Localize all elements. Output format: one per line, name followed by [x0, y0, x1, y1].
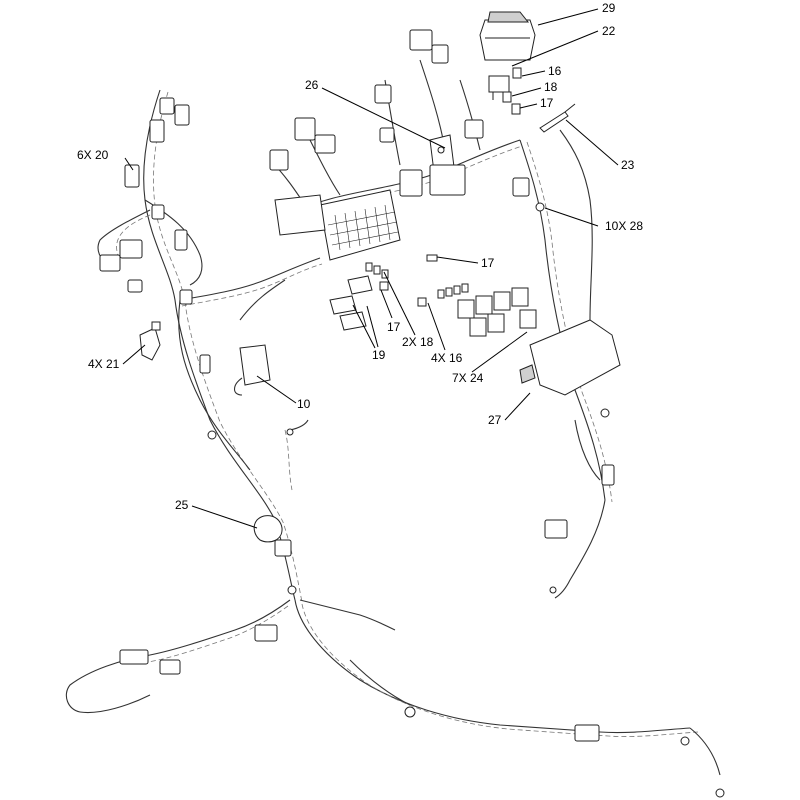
callout-10x28: 10X 28 [605, 219, 643, 233]
callout-29: 29 [602, 1, 616, 15]
callout-17-low: 17 [387, 320, 401, 334]
grommet-25 [253, 515, 283, 543]
wire-harness [65, 59, 721, 776]
callout-4x16: 4X 16 [431, 351, 463, 365]
fuse-block-icon [274, 189, 401, 261]
parts [99, 11, 725, 798]
clamps [119, 177, 615, 742]
callout-23: 23 [621, 158, 635, 172]
part-29-module [479, 11, 536, 61]
callout-26: 26 [305, 78, 319, 92]
callout-7x24: 7X 24 [452, 371, 484, 385]
connector-10 [233, 344, 271, 396]
fuses-cluster [329, 254, 438, 331]
callout-19: 19 [372, 348, 386, 362]
callout-25: 25 [175, 498, 189, 512]
connector-icon [269, 29, 484, 197]
ring-terminal-icon [404, 586, 725, 798]
callout-22: 22 [602, 24, 616, 38]
callout-2x18: 2X 18 [402, 335, 434, 349]
left-connectors [99, 97, 193, 305]
callout-6x20: 6X 20 [77, 148, 109, 162]
callout-27: 27 [488, 413, 502, 427]
relay-icon [488, 75, 510, 100]
callout-4x21: 4X 21 [88, 357, 120, 371]
sensor-probe [539, 103, 576, 133]
control-module-27 [519, 319, 621, 396]
fuse-16-row [417, 283, 469, 307]
callout-16: 16 [548, 64, 562, 78]
callout-17-mid: 17 [481, 256, 495, 270]
connector-21 [139, 321, 161, 361]
leader-lines [122, 8, 619, 529]
fuse-icon [502, 67, 522, 115]
callout-18: 18 [544, 80, 558, 94]
callout-labels: 29 22 16 18 17 23 26 6X 20 10X 28 17 17 … [77, 1, 643, 512]
relay-24-group [457, 287, 537, 337]
callout-10: 10 [297, 397, 311, 411]
callout-17-top: 17 [540, 96, 554, 110]
